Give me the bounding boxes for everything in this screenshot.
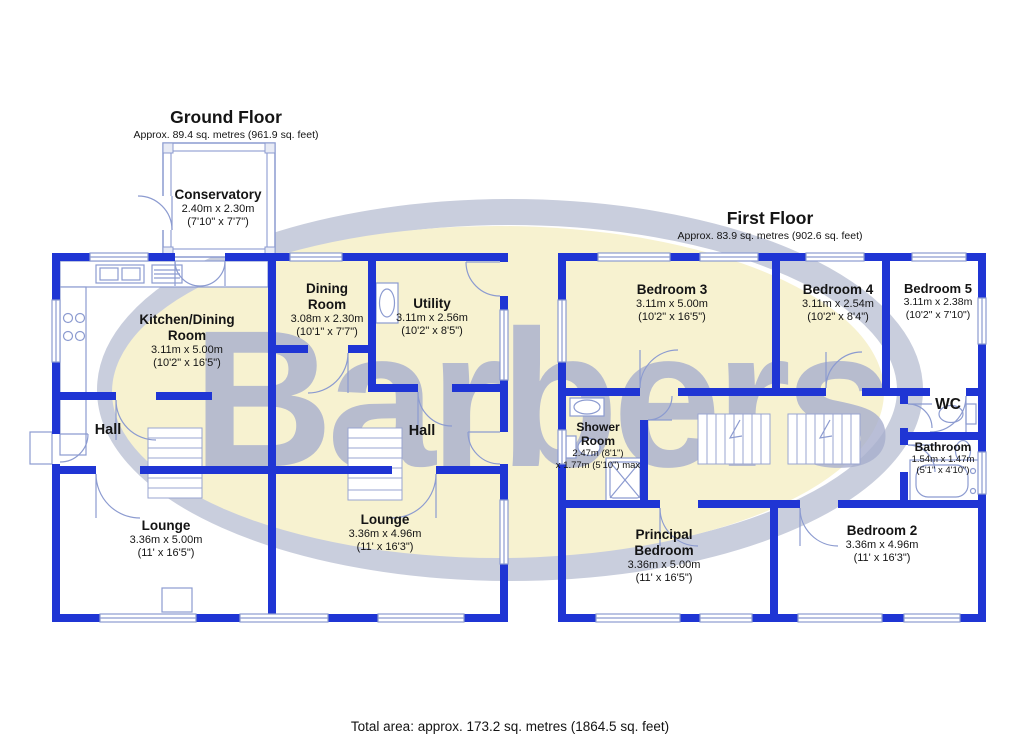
room-name: Hall [408,423,436,439]
room-dims-metric: 3.08m x 2.30m [290,312,364,325]
room-name: Bedroom 3 [636,282,708,297]
ground-floor-plan [29,142,509,623]
room-dims-metric: 3.11m x 2.54m [802,297,874,310]
room-dims-metric: 2.40m x 2.30m [181,202,255,215]
fireplace-icon [161,587,193,613]
room-dims-imperial: (10'2" x 7'10") [905,308,971,321]
room-label-utility: Utility 3.11m x 2.56m (10'2" x 8'5") [396,296,468,338]
stairs-landing-icon [697,413,861,465]
ground-doors [59,260,501,519]
room-dims-metric: 2.47m (8'1") [572,448,624,460]
room-name: Bedroom 4 [802,282,874,297]
floor-subtitle-text: Approx. 83.9 sq. metres (902.6 sq. feet) [677,230,863,243]
room-name: Bedroom 5 [904,281,972,296]
first-floor-plan [557,252,987,623]
room-name: Shower Room [576,420,620,449]
room-label-conservatory: Conservatory 2.40m x 2.30m (7'10" x 7'7"… [174,187,261,229]
room-dims-metric: 1.54m x 1.47m [911,454,975,466]
room-label-hall-left: Hall [95,422,122,439]
hob-icon [62,312,86,342]
sink-icon [95,264,145,284]
room-label-bathroom: Bathroom 1.54m x 1.47m (5'1" x 4'10") [912,440,975,477]
room-name: Kitchen/Dining Room [139,312,235,343]
room-label-shower-room: Shower Room 2.47m (8'1") x 1.77m (5'10")… [556,420,640,471]
room-label-lounge-right: Lounge 3.36m x 4.96m (11' x 16'3") [349,512,422,554]
room-name: Dining Room [305,281,348,312]
room-label-bedroom5: Bedroom 5 3.11m x 2.38m (10'2" x 7'10") [904,281,973,321]
first-walls [558,253,986,622]
room-dims-imperial: (10'2" x 8'4") [807,310,869,323]
shower-icon [605,457,645,503]
room-dims-imperial: (7'10" x 7'7") [187,215,249,228]
first-windows [557,252,987,623]
total-area-text: Total area: approx. 173.2 sq. metres (18… [350,719,670,734]
toilet-icon [565,435,601,459]
room-dims-imperial: (10'2" x 8'5") [401,324,463,337]
room-dims-metric: 3.11m x 5.00m [151,343,223,356]
room-dims-imperial: (10'2" x 16'5") [153,356,221,369]
utility-sink-icon [375,282,399,324]
room-dims-imperial: (11' x 16'5") [635,571,693,584]
first-doors [639,349,967,547]
room-dims-imperial: (5'1" x 4'10") [916,465,970,477]
porch-step [29,431,53,465]
room-dims-metric: 3.11m x 2.38m [903,296,973,309]
room-label-kitchen-dining: Kitchen/Dining Room 3.11m x 5.00m (10'2"… [139,312,234,370]
room-name: Principal Bedroom [634,527,694,558]
room-dims-imperial: (11' x 16'3") [853,551,911,564]
room-name: Conservatory [174,187,262,202]
room-label-wc: WC [935,396,961,414]
room-label-dining: Dining Room 3.08m x 2.30m (10'1" x 7'7") [291,281,364,339]
room-label-lounge-left: Lounge 3.36m x 5.00m (11' x 16'5") [130,518,203,560]
floor-subtitle-text: Approx. 89.4 sq. metres (961.9 sq. feet) [133,129,319,142]
room-dims-metric: 3.11m x 5.00m [636,297,708,310]
room-label-bedroom4: Bedroom 4 3.11m x 2.54m (10'2" x 8'4") [802,282,874,324]
room-dims-imperial: (10'1" x 7'7") [296,325,358,338]
room-dims-metric: 3.36m x 5.00m [129,533,203,546]
kitchen-counter [59,260,269,456]
room-dims-metric: 3.36m x 4.96m [348,527,422,540]
sink-icon [569,397,605,417]
room-dims-metric: 3.36m x 5.00m [627,558,701,571]
first-floor-title: First Floor Approx. 83.9 sq. metres (902… [677,208,863,243]
room-label-bedroom3: Bedroom 3 3.11m x 5.00m (10'2" x 16'5") [636,282,708,324]
room-dims-imperial: (10'2" x 16'5") [638,310,706,323]
room-name: WC [935,396,961,413]
room-dims-imperial: x 1.77m (5'10") max [555,459,641,471]
floor-title-text: First Floor [726,208,814,228]
room-label-hall-right: Hall [409,423,436,440]
floor-title-text: Ground Floor [170,107,282,127]
bathroom-fixtures [909,439,981,503]
stairs-right-icon [347,427,403,501]
room-name: Bedroom 2 [846,523,918,538]
ground-floor-title: Ground Floor Approx. 89.4 sq. metres (96… [133,107,319,142]
room-dims-imperial: (11' x 16'5") [137,546,195,559]
room-label-principal-bedroom: Principal Bedroom 3.36m x 5.00m (11' x 1… [628,527,701,585]
room-name: Utility [413,296,451,311]
stairs-left-icon [147,427,203,499]
room-name: Lounge [360,512,410,527]
room-name: Bathroom [914,440,972,454]
room-dims-metric: 3.36m x 4.96m [845,538,919,551]
room-dims-metric: 3.11m x 2.56m [396,311,468,324]
room-name: Lounge [141,518,191,533]
shower-room-fixtures [565,397,645,503]
bathtub-icon [909,459,981,503]
room-name: Hall [94,422,122,438]
room-label-bedroom2: Bedroom 2 3.36m x 4.96m (11' x 16'3") [846,523,919,565]
conservatory-structure [137,142,276,258]
ground-windows [51,252,509,623]
room-dims-imperial: (11' x 16'3") [356,540,414,553]
